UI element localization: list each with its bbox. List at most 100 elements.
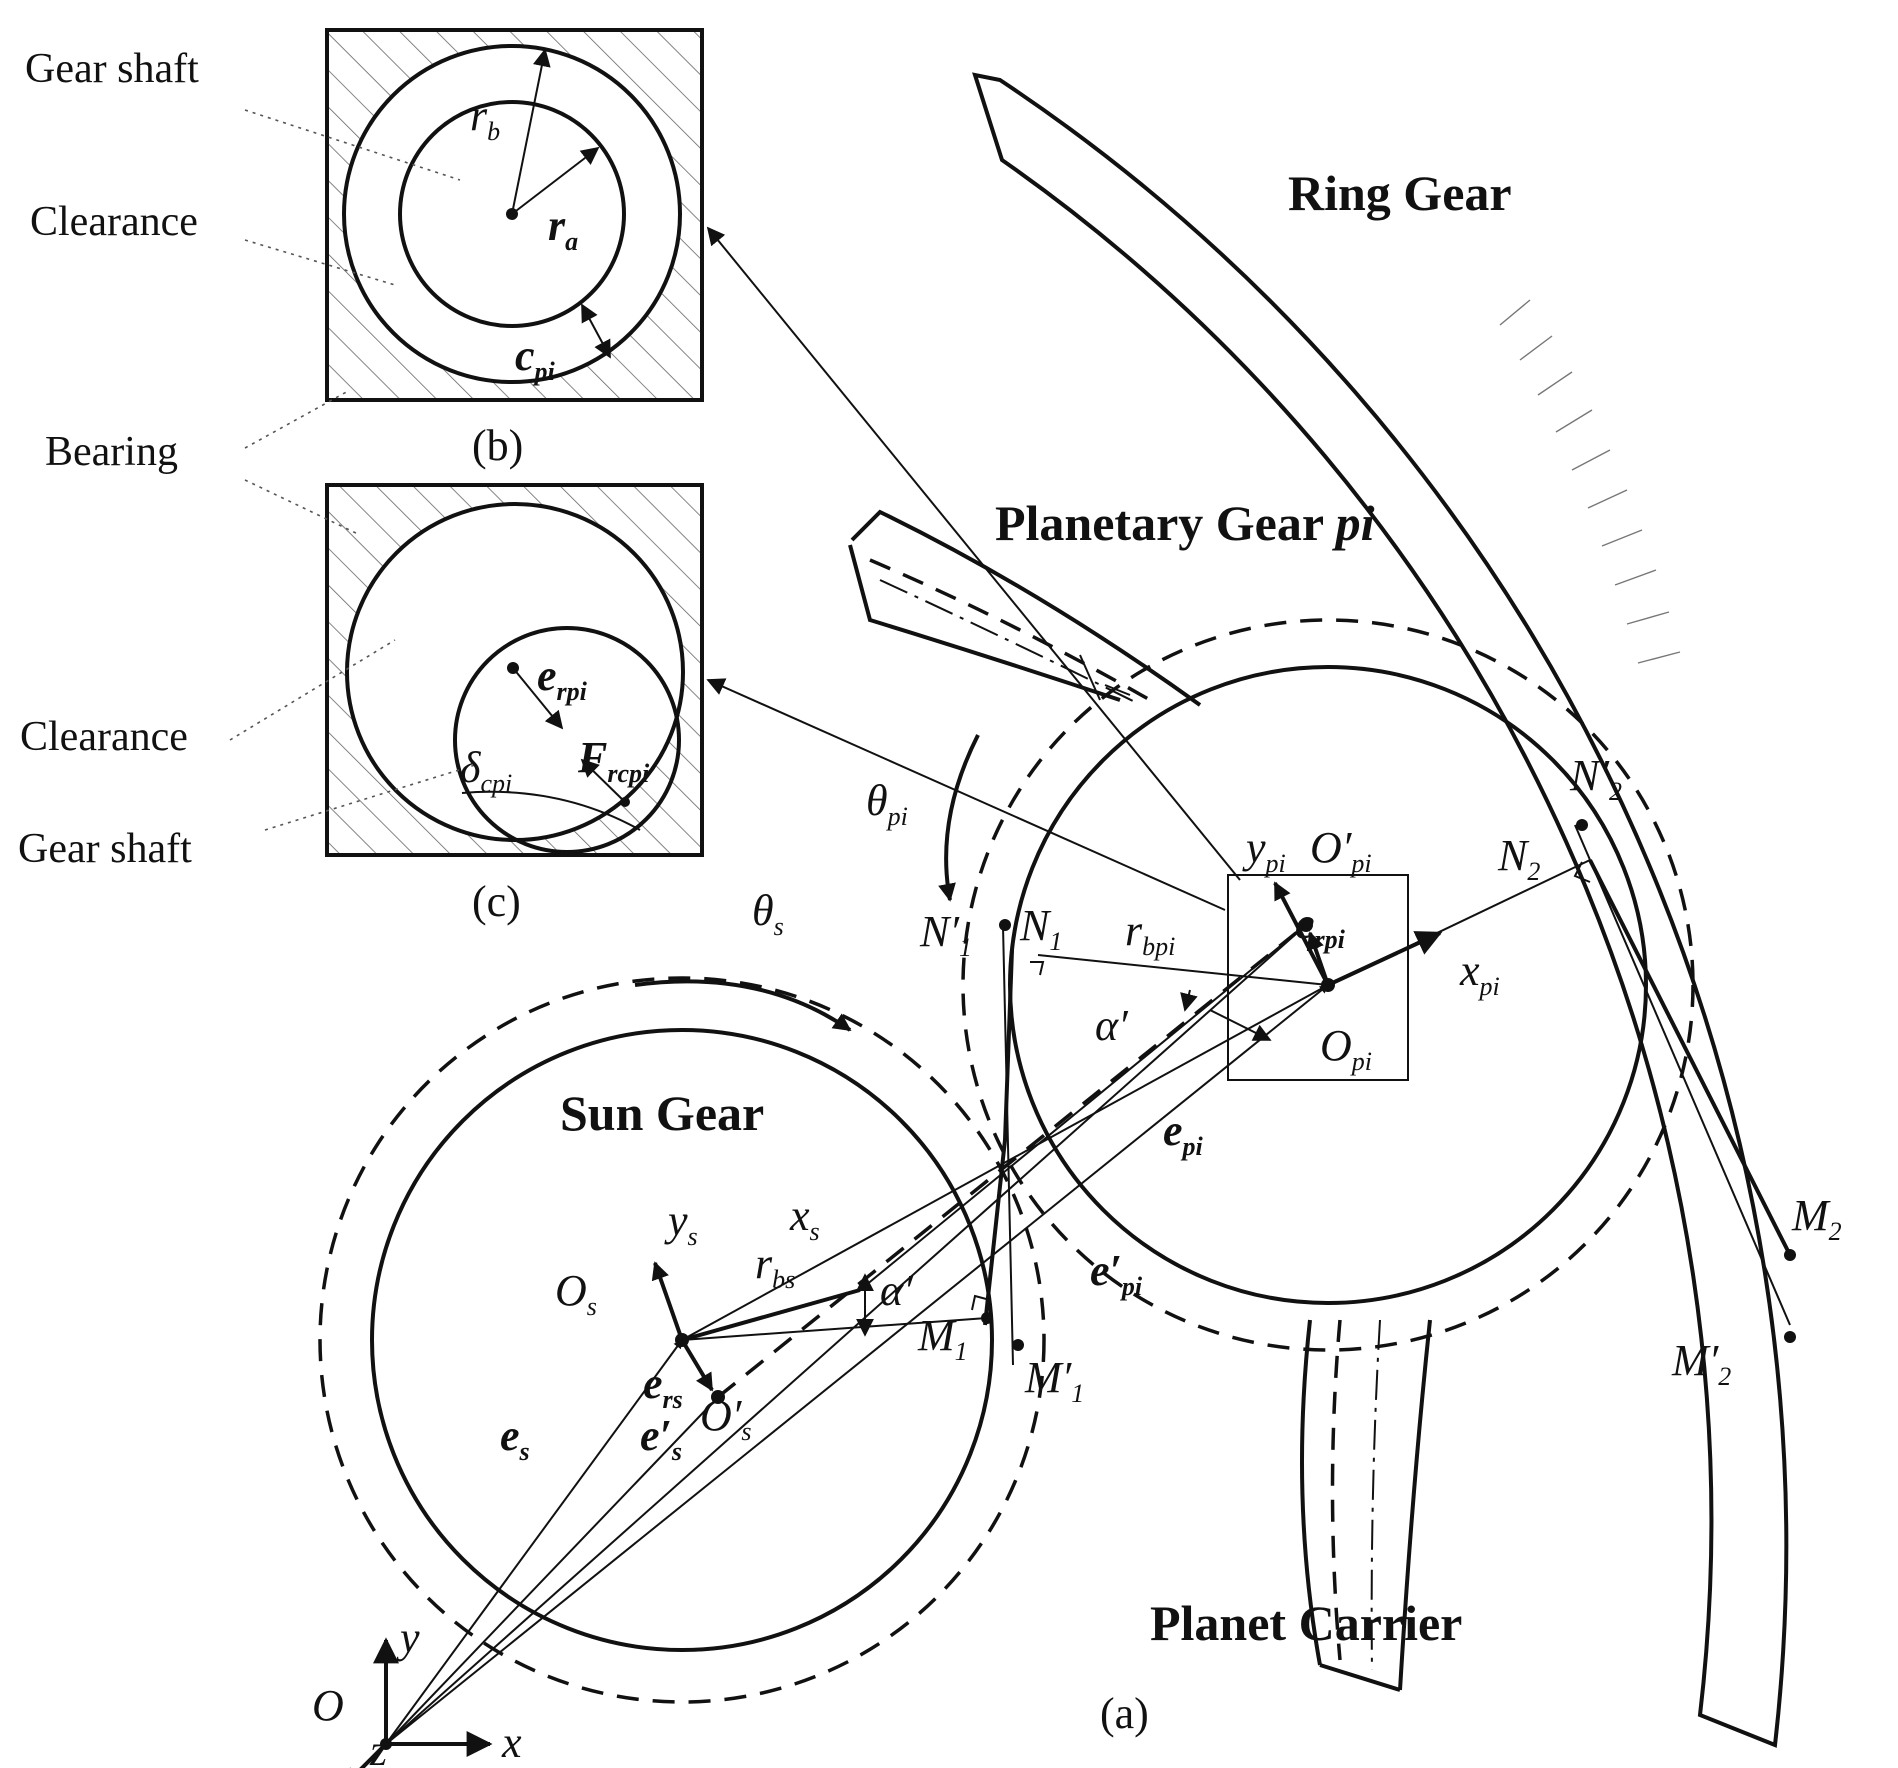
label-planetary-gear: Planetary Gear pi <box>995 495 1375 551</box>
label-planet-carrier: Planet Carrier <box>1150 1595 1462 1651</box>
center-vectors <box>385 923 1329 1745</box>
axis-x-pi <box>1327 931 1443 987</box>
theta-s-arrow <box>634 979 852 1032</box>
planet-detail-box <box>1227 874 1409 1081</box>
sym-F-rcpi: Frcpi <box>577 733 650 788</box>
sym-m-prime-1: M′1 <box>1024 1353 1084 1408</box>
ring-ground-hatch <box>1499 299 1681 664</box>
vector-e-rs <box>680 1338 714 1392</box>
sym-m1: M1 <box>917 1311 968 1366</box>
lines-of-action <box>971 819 1796 1366</box>
label-clearance-bottom: Clearance <box>20 714 188 760</box>
sym-e-rpi: erpi <box>1295 899 1346 954</box>
inset-b-r-a-arrow <box>511 146 600 215</box>
axis-y-s <box>651 1261 684 1341</box>
axis-z <box>343 1742 388 1768</box>
sym-o-prime-s: O′s <box>700 1391 752 1446</box>
sym-e-prime-s: e′s <box>640 1411 682 1466</box>
inset-c-delta-curve <box>461 790 641 831</box>
leader-lines <box>229 109 476 831</box>
pointer-to-inset-c <box>706 678 1226 911</box>
sym-r-a: ra <box>548 201 578 256</box>
label-sun-gear: Sun Gear <box>560 1085 764 1141</box>
sym-c-pi: cpi <box>515 331 556 386</box>
sym-e-pi: epi <box>1163 1106 1204 1161</box>
sym-alpha-prime-s: α′ <box>880 1266 914 1315</box>
sym-n2: N2 <box>1497 831 1540 886</box>
sym-axis-z: z <box>369 1726 387 1768</box>
label-subfig-c: (c) <box>472 877 521 926</box>
sym-origin: O <box>312 1681 344 1730</box>
line-os-prime-opi-prime <box>716 923 1308 1399</box>
pointer-to-inset-b <box>706 226 1241 881</box>
alpha-p-arrow-2 <box>1180 989 1198 1012</box>
sym-y-s: ys <box>664 1196 698 1251</box>
sym-r-bpi: rbpi <box>1125 906 1175 961</box>
sym-alpha-prime-p: α′ <box>1095 1001 1129 1050</box>
inset-b-c-pi-arrow <box>581 303 611 359</box>
sym-axis-y: y <box>396 1613 420 1662</box>
sym-o-pi: Opi <box>1320 1021 1372 1076</box>
sym-o-s: Os <box>555 1266 597 1321</box>
vector-e-prime-s <box>385 1396 719 1745</box>
sym-n-prime-2: N′2 <box>1569 751 1622 806</box>
inset-b-r-b-arrow <box>511 48 551 215</box>
vector-e-prime-pi <box>385 924 1307 1745</box>
line-r-bpi <box>1037 954 1329 986</box>
sym-e-s: es <box>500 1411 530 1466</box>
axis-y-pi <box>1273 881 1330 986</box>
sym-axis-x: x <box>501 1718 522 1767</box>
sym-x-pi: xpi <box>1459 946 1500 1001</box>
label-subfig-b: (b) <box>472 421 523 470</box>
sym-o-prime-pi: O′pi <box>1310 823 1372 878</box>
point-m-prime-2 <box>1784 1331 1796 1343</box>
sun-center <box>651 1261 988 1404</box>
label-gear-shaft-top: Gear shaft <box>25 46 199 92</box>
inset-pointers <box>706 226 1241 911</box>
sym-y-pi: ypi <box>1242 823 1286 878</box>
sym-e-rpi-inset: erpi <box>537 651 588 706</box>
inset-c-F-arrow <box>580 758 626 803</box>
label-gear-shaft-bottom: Gear shaft <box>18 826 192 872</box>
line-r-bs <box>681 1317 988 1341</box>
theta-pi-arrow <box>938 734 980 902</box>
sym-m2: M2 <box>1791 1191 1842 1246</box>
line-xs-ext <box>859 924 1307 1291</box>
vector-e-pi <box>385 984 1329 1745</box>
axis-x-s <box>681 1288 861 1342</box>
label-subfig-a: (a) <box>1100 1689 1149 1738</box>
label-clearance-top: Clearance <box>30 199 198 245</box>
inset-c-contact-point <box>620 797 630 807</box>
sun-gear <box>318 976 1046 1704</box>
point-n-prime-2 <box>1576 819 1588 831</box>
inset-c-e-rpi-arrow <box>512 667 564 730</box>
planet-carrier <box>848 509 1432 1692</box>
label-ring-gear: Ring Gear <box>1288 165 1512 221</box>
sym-delta-cpi: δcpi <box>460 743 512 798</box>
sym-theta-pi: θpi <box>866 776 908 831</box>
sym-n1: N1 <box>1019 901 1062 956</box>
sym-r-bs: rbs <box>755 1239 795 1294</box>
point-n-prime-1 <box>999 919 1011 931</box>
alpha-p-arrow-1 <box>1209 1009 1272 1041</box>
sym-x-s: xs <box>789 1191 820 1246</box>
origin-o <box>380 1738 392 1750</box>
sym-theta-s: θs <box>752 886 784 941</box>
math-labels: rb ra cpi erpi Frcpi δcpi θpi θs ypi O′p… <box>312 91 1842 1768</box>
sym-e-prime-pi: e′pi <box>1090 1246 1143 1301</box>
line-os-opi <box>681 984 1329 1341</box>
ring-gear <box>972 72 1789 1748</box>
label-bearing: Bearing <box>45 429 178 475</box>
sym-m-prime-2: M′2 <box>1671 1336 1731 1391</box>
vector-e-rpi <box>1306 931 1330 986</box>
sym-r-b: rb <box>470 91 500 146</box>
inset-b <box>325 28 704 402</box>
sym-n-prime-1: N′1 <box>919 907 972 962</box>
global-axes <box>343 1637 493 1768</box>
sym-e-rs: ers <box>643 1359 683 1414</box>
point-m-prime-1 <box>1012 1339 1024 1351</box>
inset-c-gear-shaft <box>453 626 681 854</box>
vector-e-s <box>385 1339 683 1745</box>
point-m2 <box>1784 1249 1796 1261</box>
